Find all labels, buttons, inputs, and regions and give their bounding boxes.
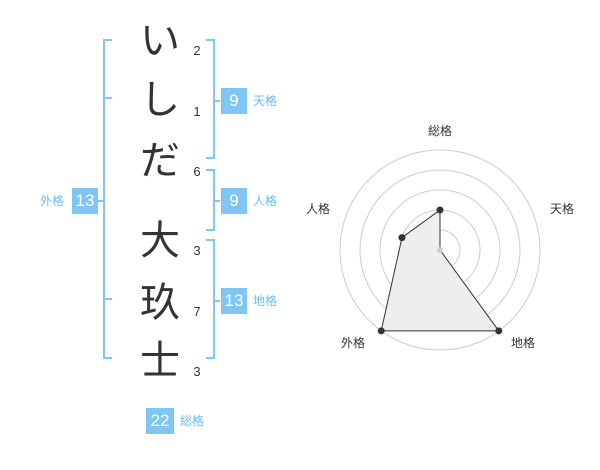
- jinkaku-value: 9: [221, 188, 247, 214]
- radar-label-soukaku: 総格: [428, 124, 453, 138]
- radar-point-1: [436, 206, 444, 214]
- stroke-count-6: 3: [193, 364, 201, 379]
- chikaku-value: 13: [221, 288, 247, 314]
- stroke-count-3: 6: [193, 164, 201, 179]
- radar-point-5: [398, 234, 406, 242]
- radar-label-chikaku: 地格: [511, 336, 536, 350]
- radar-center-dot: [437, 247, 443, 253]
- radar-label-gaikaku: 外格: [341, 336, 366, 350]
- stroke-count-2: 1: [193, 104, 201, 119]
- stroke-count-4: 3: [193, 243, 201, 258]
- tenkaku-label: 天格: [253, 94, 278, 108]
- tenkaku-bracket: [206, 39, 215, 159]
- gaikaku-label: 外格: [40, 194, 65, 208]
- radar-ring-5: [339, 149, 541, 351]
- soukaku-value: 22: [146, 408, 174, 434]
- radar-point-3: [495, 327, 503, 335]
- tenkaku-value: 9: [221, 88, 247, 114]
- radar-label-jinkaku: 人格: [306, 202, 331, 216]
- stroke-count-1: 2: [193, 43, 201, 58]
- radar-area: [380, 209, 500, 332]
- stroke-count-5: 7: [193, 304, 201, 319]
- gaikaku-value: 13: [72, 188, 98, 214]
- gaikaku-bracket: [103, 39, 112, 359]
- radar-point-4: [377, 327, 385, 335]
- soukaku-label: 総格: [180, 414, 205, 428]
- chikaku-bracket: [206, 239, 215, 359]
- jinkaku-label: 人格: [253, 194, 278, 208]
- radar-label-tenkaku: 天格: [550, 202, 575, 216]
- chikaku-label: 地格: [253, 294, 278, 308]
